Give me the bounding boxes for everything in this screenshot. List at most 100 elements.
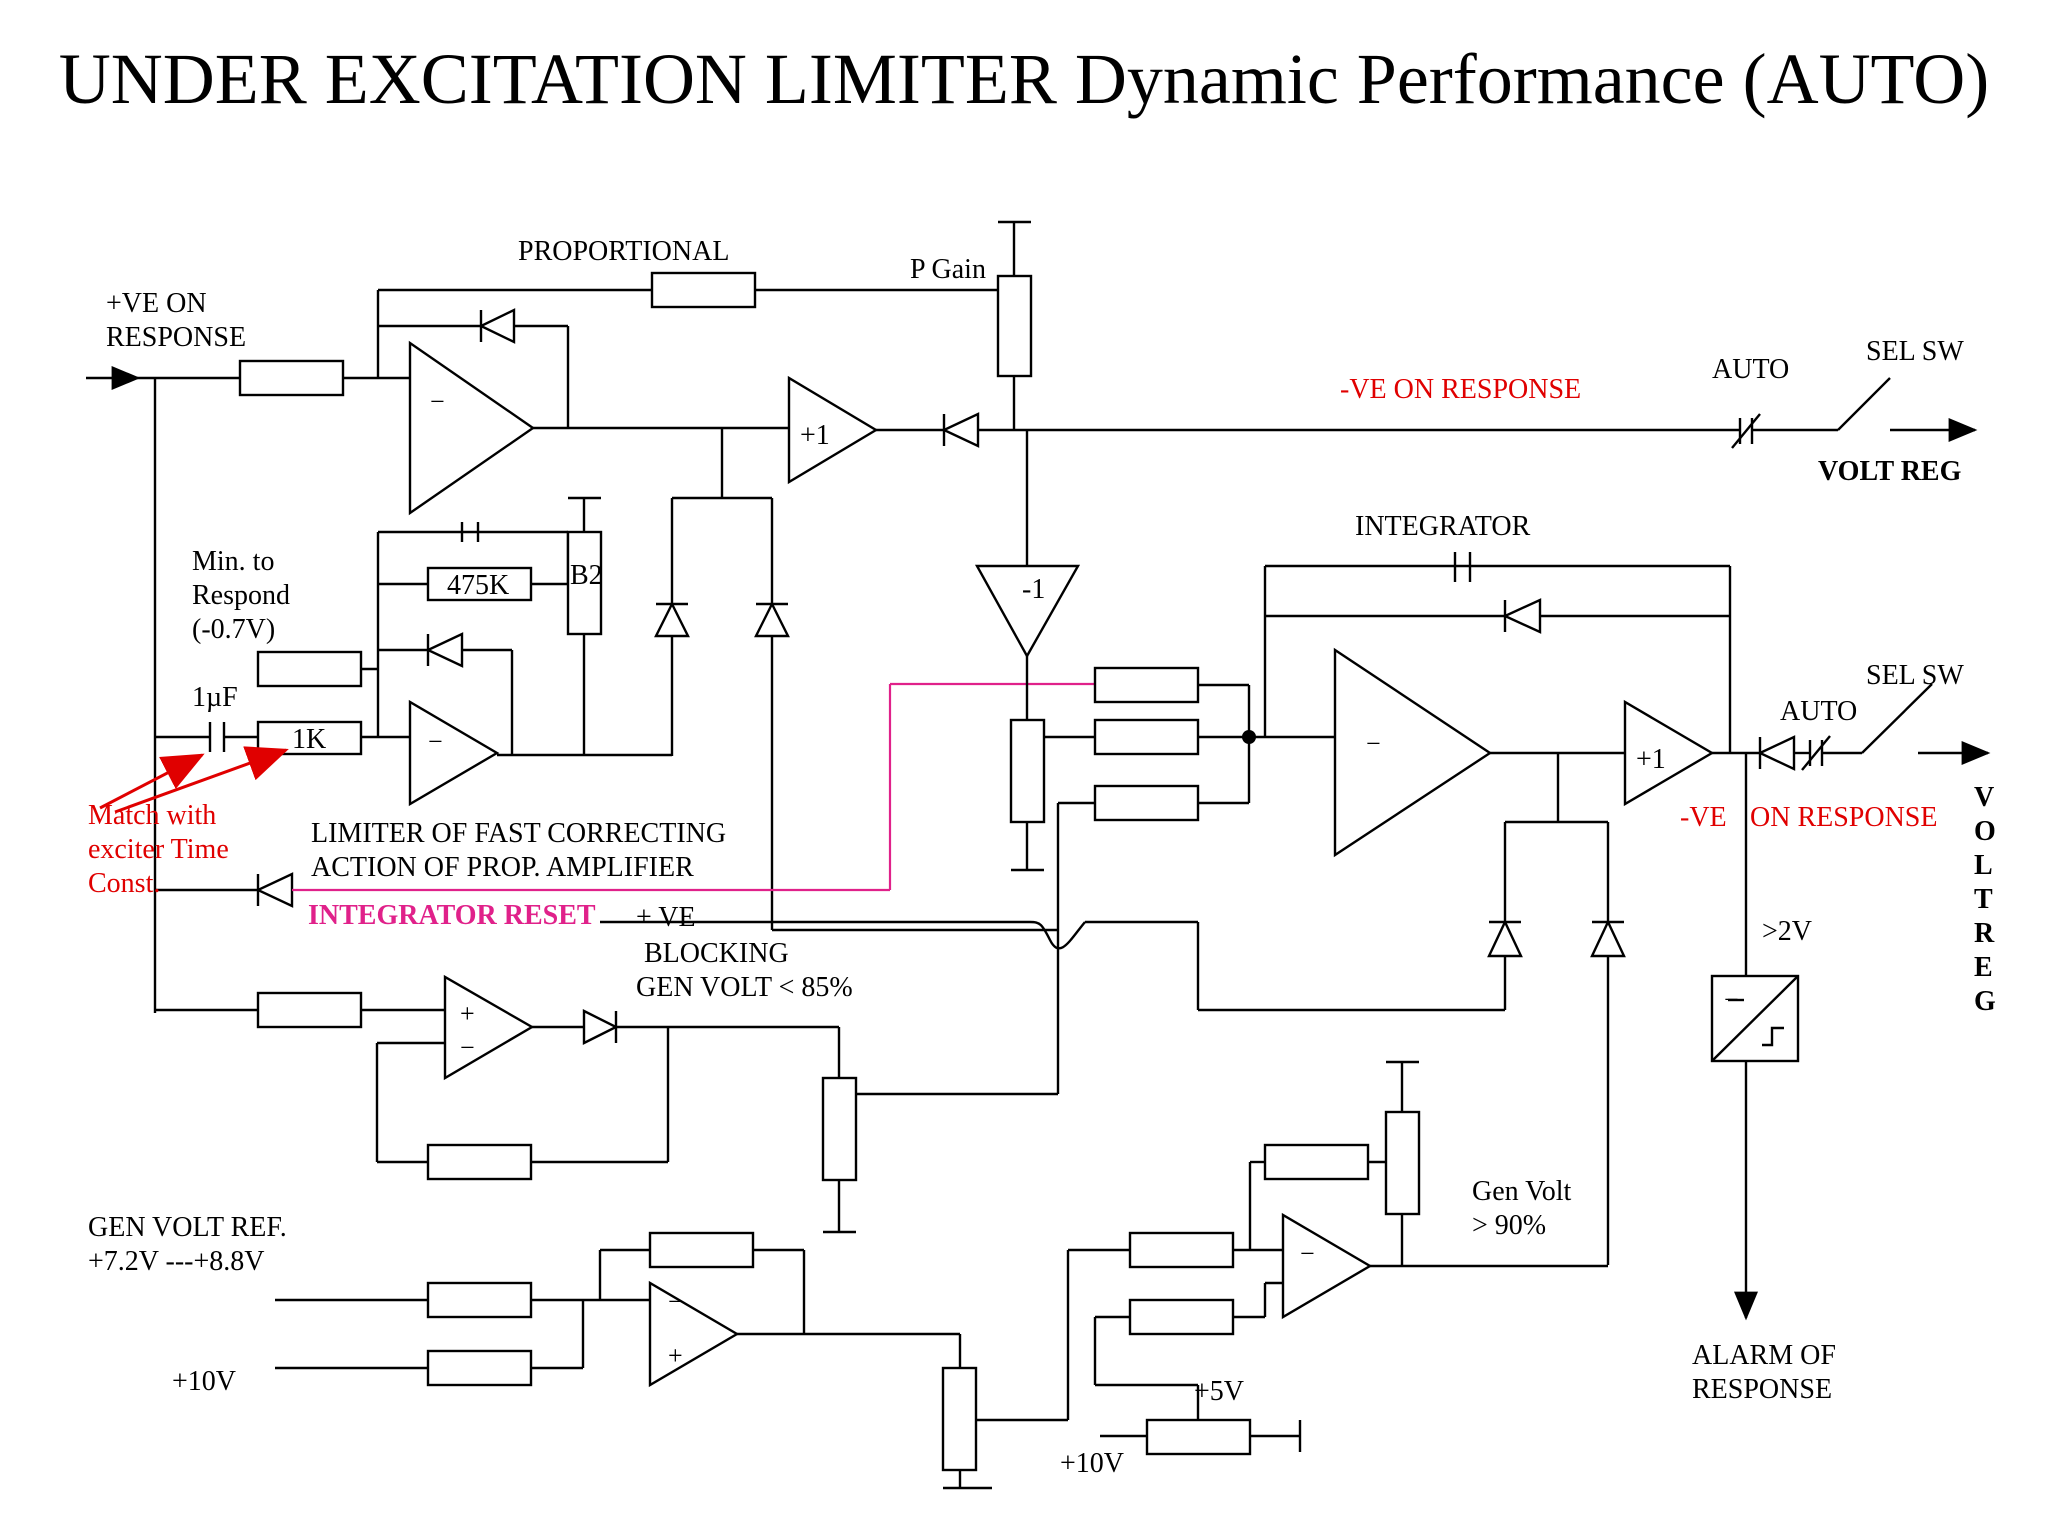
volt-reg-letter: L bbox=[1974, 850, 1993, 881]
gen-volt-90-stage bbox=[1093, 1060, 1608, 1456]
ref-feedback-resistor bbox=[648, 1231, 755, 1269]
integrator-input-r1 bbox=[1093, 666, 1200, 704]
label-volt-reg-top: VOLT REG bbox=[1818, 456, 1962, 487]
min-respond-resistor bbox=[256, 650, 363, 688]
gv90-opamp-minus: − bbox=[1300, 1239, 1315, 1268]
alarm-comparator-minus: − bbox=[1724, 985, 1739, 1014]
label-buffer-plus1-mid: +1 bbox=[1636, 744, 1666, 775]
integrator-opamp bbox=[1333, 647, 1493, 858]
prop-opamp bbox=[408, 340, 536, 516]
integrator-stage bbox=[600, 552, 1991, 1265]
label-ve-on: +VE ON bbox=[106, 288, 207, 319]
min-respond-opamp bbox=[408, 699, 500, 807]
reset-diode bbox=[255, 872, 294, 908]
integrator-input-r2 bbox=[1093, 718, 1200, 756]
volt-reg-letter: E bbox=[1974, 952, 1993, 983]
volt-reg-letter: V bbox=[1974, 782, 1994, 813]
label-auto-top: AUTO bbox=[1712, 354, 1789, 385]
volt-reg-letter: O bbox=[1974, 816, 1996, 847]
top-output-switch bbox=[1731, 377, 1978, 449]
top-buffer bbox=[654, 220, 1740, 930]
min-opamp-minus: − bbox=[428, 727, 443, 756]
integrator-reset bbox=[155, 682, 1095, 908]
ref-resistor-1 bbox=[426, 1281, 533, 1319]
label-exciter-time: exciter Time bbox=[88, 834, 229, 865]
label-respond: Respond bbox=[192, 580, 290, 611]
label-1uf: 1µF bbox=[192, 682, 238, 713]
blocking-diode bbox=[582, 1009, 619, 1045]
label-response: RESPONSE bbox=[106, 322, 246, 353]
label-1k: 1K bbox=[292, 724, 326, 755]
inverter-stage bbox=[974, 430, 1095, 872]
label-integrator: INTEGRATOR bbox=[1355, 511, 1531, 542]
label-proportional: PROPORTIONAL bbox=[518, 236, 729, 267]
blocking-opamp bbox=[443, 974, 535, 1081]
buffer-plus1-top bbox=[787, 375, 879, 485]
label-min-to: Min. to bbox=[192, 546, 274, 577]
label-sel-sw-top: SEL SW bbox=[1866, 336, 1964, 367]
match-arrow-to-cap bbox=[99, 753, 205, 810]
min-respond-diode bbox=[425, 632, 464, 668]
label-gen-volt-range: +7.2V ---+8.8V bbox=[88, 1246, 265, 1277]
blocking-potentiometer bbox=[821, 1076, 858, 1182]
blocking-feedback-resistor bbox=[426, 1143, 533, 1181]
input-section bbox=[86, 359, 410, 1013]
integrator-input-r3 bbox=[1093, 784, 1200, 822]
label-plus-5v: +5V bbox=[1194, 1376, 1244, 1407]
integrator-clamp-diode-right bbox=[1590, 919, 1626, 958]
gv90-resistor-2 bbox=[1128, 1298, 1235, 1336]
gen-volt-ref-stage bbox=[275, 1231, 1130, 1490]
blocking-stage bbox=[155, 974, 858, 1234]
label-limiter-line2: ACTION OF PROP. AMPLIFIER bbox=[311, 852, 694, 883]
gv90-feedback-resistor bbox=[1263, 1143, 1370, 1181]
inverter-potentiometer bbox=[1009, 718, 1046, 824]
buffer-plus1-mid bbox=[1623, 699, 1715, 807]
p-gain-potentiometer bbox=[996, 274, 1033, 378]
plus5v-resistor bbox=[1145, 1418, 1252, 1456]
input-resistor bbox=[238, 359, 345, 397]
label-neg-ve-on-response-top: -VE ON RESPONSE bbox=[1340, 374, 1581, 405]
volt-reg-letter: T bbox=[1974, 884, 1993, 915]
mid-output-diode bbox=[1757, 735, 1796, 771]
inverter-minus1 bbox=[974, 564, 1081, 659]
label-alarm-response: RESPONSE bbox=[1692, 1374, 1832, 1405]
label-gt-90: > 90% bbox=[1472, 1210, 1546, 1241]
resistor-475k bbox=[426, 566, 533, 602]
volt-reg-letter: R bbox=[1974, 918, 1995, 949]
label-plus-10v-bottom: +10V bbox=[1060, 1448, 1124, 1479]
ref-resistor-2 bbox=[426, 1349, 533, 1387]
top-output-diode bbox=[941, 412, 980, 448]
gv90-potentiometer bbox=[1384, 1110, 1421, 1216]
integrator-clamp-diode-left bbox=[1487, 919, 1523, 958]
alarm-section bbox=[1710, 753, 1800, 1321]
clamp-diode-right bbox=[754, 601, 790, 638]
label-gt-2v: >2V bbox=[1762, 916, 1812, 947]
label-gen-volt: Gen Volt bbox=[1472, 1176, 1572, 1207]
integrator-inputs bbox=[772, 666, 1256, 932]
volt-reg-letter: G bbox=[1974, 986, 1996, 1017]
label-minus-07v: (-0.7V) bbox=[192, 614, 275, 645]
label-match-with: Match with bbox=[88, 800, 216, 831]
prop-feedback-diode bbox=[478, 308, 516, 344]
label-limiter-line1: LIMITER OF FAST CORRECTING bbox=[311, 818, 726, 849]
label-sel-sw-mid: SEL SW bbox=[1866, 660, 1964, 691]
match-arrow-to-1k bbox=[114, 746, 289, 814]
ref-opamp-minus: − bbox=[668, 1287, 683, 1316]
label-integrator-reset: INTEGRATOR RESET bbox=[308, 900, 596, 931]
label-plus-10v-left: +10V bbox=[172, 1366, 236, 1397]
label-blocking: BLOCKING bbox=[644, 938, 789, 969]
blocking-opamp-plus: + bbox=[460, 999, 475, 1028]
proportional-amplifier bbox=[376, 271, 998, 516]
blocking-opamp-minus: − bbox=[460, 1033, 475, 1062]
label-b2: B2 bbox=[570, 560, 603, 591]
label-p-gain: P Gain bbox=[910, 254, 986, 285]
label-buffer-plus1-top: +1 bbox=[800, 420, 830, 451]
clamp-diode-left bbox=[654, 601, 690, 638]
label-alarm-of: ALARM OF bbox=[1692, 1340, 1836, 1371]
label-const: Const. bbox=[88, 868, 160, 899]
label-neg-ve: -VE bbox=[1680, 802, 1727, 833]
label-on-response-mid: ON RESPONSE bbox=[1750, 802, 1937, 833]
volt-reg-vertical: V O L T R E G bbox=[1974, 782, 1996, 1017]
ref-potentiometer bbox=[941, 1366, 978, 1472]
